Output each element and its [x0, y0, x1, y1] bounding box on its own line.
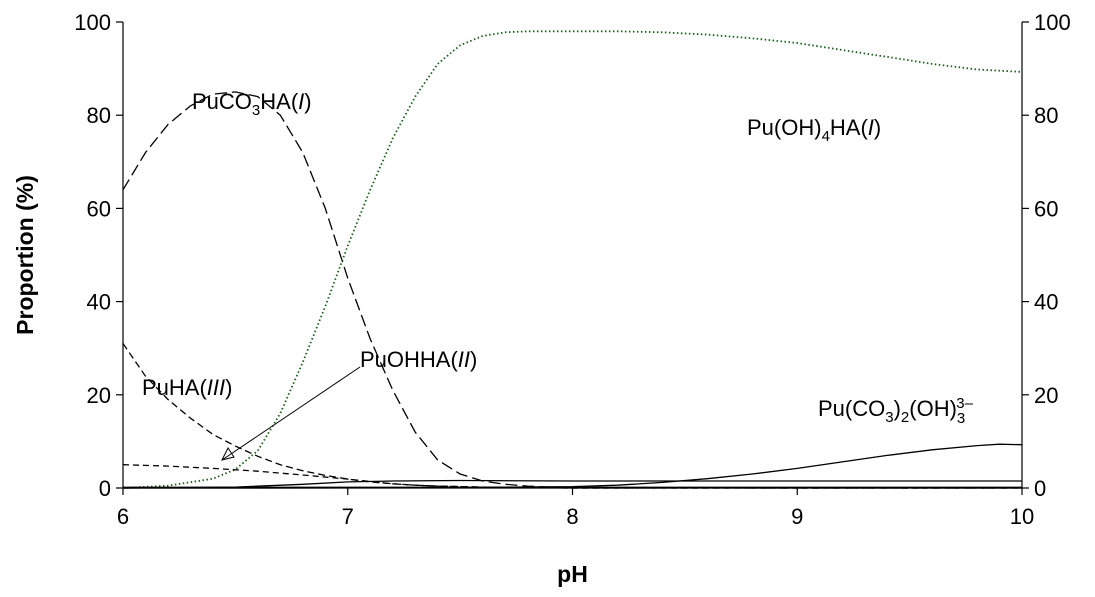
y-tick-label-left: 60	[87, 196, 111, 221]
series-line-puco3ha-i	[122, 91, 1022, 489]
label-puohha: PuOHHA(II)	[360, 347, 477, 372]
y-tick-label-left: 20	[87, 383, 111, 408]
label-puoh4ha: Pu(OH)4HA(I)	[747, 115, 881, 145]
y-axis-title: Proportion (%)	[12, 175, 38, 335]
annotation-pointer-line	[221, 366, 361, 461]
label-puha: PuHA(III)	[142, 375, 232, 400]
x-tick-label: 8	[566, 504, 578, 529]
y-tick-label-left: 80	[87, 103, 111, 128]
annotations: PuCO3HA(I) Pu(OH)4HA(I) PuHA(III) PuOHHA…	[142, 89, 974, 461]
y-tick-label-right: 80	[1034, 103, 1058, 128]
y-tick-label-left: 100	[74, 10, 111, 35]
y-tick-label-right: 100	[1034, 10, 1071, 35]
y-tick-label-left: 40	[87, 290, 111, 315]
y-tick-label-right: 60	[1034, 196, 1058, 221]
y-tick-label-left: 0	[99, 476, 111, 501]
series-line-puha-iii	[122, 343, 1022, 489]
x-tick-label: 10	[1010, 504, 1034, 529]
y-tick-label-right: 40	[1034, 290, 1058, 315]
x-tick-label: 7	[342, 504, 354, 529]
series-line-flat-solid-1-5	[122, 479, 1022, 489]
x-tick-label: 6	[117, 504, 129, 529]
series-line-puohha-ii	[122, 464, 1022, 489]
label-puco3ha: PuCO3HA(I)	[192, 89, 312, 119]
x-tick-label: 9	[791, 504, 803, 529]
y-tick-label-right: 20	[1034, 383, 1058, 408]
label-puco3oh: Pu(CO3)2(OH)33–	[818, 395, 974, 427]
y-tick-label-right: 0	[1034, 476, 1046, 501]
series-lines	[122, 30, 1023, 489]
x-axis-title: pH	[557, 561, 588, 587]
series-line-pu-oh-4ha-i	[122, 30, 1023, 489]
annotation-pointer-arrowhead	[221, 447, 235, 461]
